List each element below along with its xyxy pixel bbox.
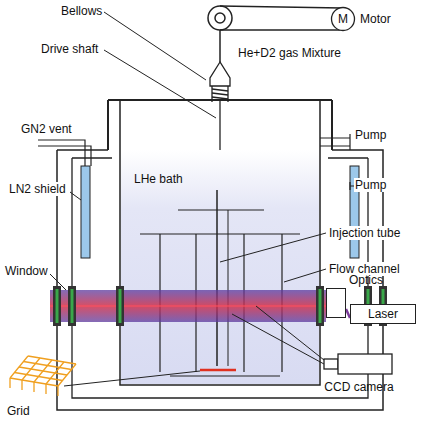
- grid-mesh: [10, 356, 76, 396]
- motor-node: M Motor: [330, 6, 420, 32]
- node-label: CCD camera: [324, 380, 393, 394]
- flange: [316, 286, 324, 326]
- flange: [68, 286, 76, 326]
- pump-label: Pump: [354, 128, 387, 142]
- flange-seal: [319, 289, 322, 323]
- injection-tube: [216, 190, 218, 366]
- part-label: LN2 shield: [8, 182, 67, 196]
- gas-label: He+D2 gas Mixture: [237, 46, 342, 60]
- vent-pipe: [38, 140, 91, 166]
- top-plate: [108, 100, 332, 150]
- window-flanges: [53, 286, 387, 326]
- motor-letter: M: [338, 12, 348, 26]
- part-label: Window: [4, 264, 49, 278]
- flange-seal: [119, 289, 122, 323]
- vent-label: GN2 vent: [20, 122, 73, 136]
- lhe-bath: [121, 150, 319, 384]
- pump-label: Pump: [354, 178, 387, 192]
- part-label: Grid: [6, 404, 31, 418]
- part-label: Drive shaft: [40, 42, 99, 56]
- leader-lines: [50, 12, 326, 386]
- camera-symbol: [322, 352, 396, 376]
- node-label: Motor: [360, 12, 391, 26]
- node-label: Laser: [368, 307, 398, 321]
- camera-node: CCD camera: [322, 352, 396, 376]
- flange: [116, 286, 124, 326]
- grid-plate: [200, 369, 236, 372]
- flange: [53, 286, 61, 326]
- flange-seal: [71, 289, 74, 323]
- part-label: Injection tube: [328, 226, 401, 240]
- flange-seal: [56, 289, 59, 323]
- pump-line: [320, 134, 350, 150]
- vacuum-shell: [57, 150, 383, 410]
- region-label: LHe bath: [133, 172, 184, 186]
- bellows: [210, 62, 230, 102]
- optics-box: Optics: [326, 288, 346, 318]
- laser-beam: [50, 290, 326, 322]
- part-label: Bellows: [60, 4, 103, 18]
- laser-box: Laser: [350, 304, 416, 324]
- beam-axis: [50, 306, 326, 307]
- pulley: [208, 6, 342, 62]
- vacuum-shell-top: [57, 149, 108, 151]
- drive-rod: [228, 210, 229, 366]
- node-label: Optics: [349, 273, 383, 287]
- ln2-shield: [81, 166, 90, 258]
